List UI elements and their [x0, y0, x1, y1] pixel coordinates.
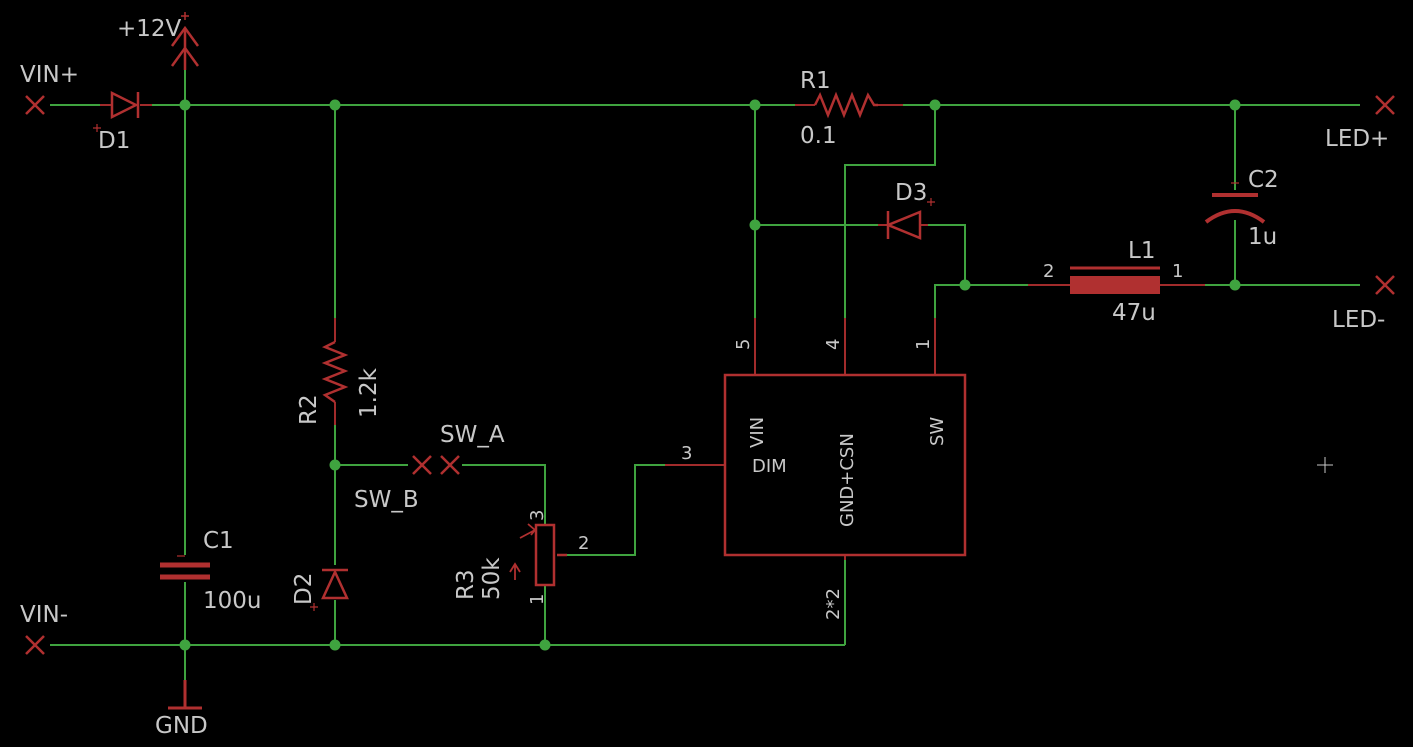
r2-label: R2 [296, 394, 322, 425]
d1-label: D1 [98, 128, 130, 154]
c2-value: 1u [1248, 224, 1277, 250]
junction [539, 639, 551, 651]
junction [179, 639, 191, 651]
gnd-label: GND [155, 713, 208, 739]
ic-pin-3: 3 [681, 443, 692, 464]
r3-pin-1: 1 [527, 594, 548, 605]
driver-ic[interactable] [665, 318, 967, 560]
ic-label-dim: DIM [752, 456, 787, 477]
ic-pin-5: 5 [733, 339, 754, 350]
ic-pin-1: 1 [913, 339, 934, 350]
r1-label: R1 [800, 68, 831, 94]
terminal-led-plus-mark[interactable] [1375, 95, 1395, 115]
diode-d3[interactable] [878, 198, 935, 240]
ic-label-sw: SW [927, 417, 948, 446]
junction-dots [179, 99, 1241, 651]
potentiometer-r3[interactable] [509, 523, 567, 587]
gnd-symbol[interactable] [168, 680, 202, 710]
inductor-l1[interactable] [1028, 266, 1205, 294]
supply-12v-symbol[interactable] [170, 12, 200, 70]
vin-minus-label: VIN- [20, 602, 68, 628]
terminal-led-minus-mark[interactable] [1375, 275, 1395, 295]
ic-label-gnd-csn: GND+CSN [837, 433, 858, 527]
diode-d2[interactable] [310, 568, 349, 611]
l1-pin-1: 1 [1172, 261, 1183, 282]
r3-pin-3: 3 [527, 510, 548, 521]
capacitor-c1[interactable] [160, 555, 210, 580]
resistor-r1[interactable] [795, 91, 903, 119]
switch-sw-b-mark[interactable] [412, 455, 432, 475]
junction [179, 99, 191, 111]
switch-sw-a-mark[interactable] [440, 455, 460, 475]
junction [329, 99, 341, 111]
r3-pin-2: 2 [578, 533, 589, 554]
diode-d1[interactable] [93, 90, 152, 132]
sw-a-label: SW_A [440, 422, 505, 448]
ic-pin-gnd: 2*2 [823, 588, 844, 620]
l1-label: L1 [1128, 238, 1155, 264]
junction [1229, 279, 1241, 291]
capacitor-c2[interactable] [1204, 182, 1266, 224]
r1-value: 0.1 [800, 123, 837, 149]
r3-value: 50k [479, 557, 505, 600]
vin-plus-label: VIN+ [20, 62, 79, 88]
terminal-vin-plus-mark[interactable] [25, 95, 45, 115]
junction [749, 219, 761, 231]
c1-label: C1 [203, 528, 234, 554]
sw-b-label: SW_B [354, 487, 419, 513]
junction [329, 459, 341, 471]
c1-value: 100u [203, 588, 261, 614]
junction [1229, 99, 1241, 111]
led-plus-label: LED+ [1325, 126, 1389, 152]
junction [959, 279, 971, 291]
l1-pin-2: 2 [1043, 261, 1054, 282]
resistor-r2[interactable] [321, 318, 349, 425]
junction [329, 639, 341, 651]
ic-pin-4: 4 [823, 339, 844, 350]
ic-label-vin: VIN [747, 417, 768, 448]
junction [749, 99, 761, 111]
d2-label: D2 [291, 573, 317, 605]
led-minus-label: LED- [1332, 307, 1385, 333]
l1-value: 47u [1112, 300, 1156, 326]
d3-label: D3 [895, 180, 927, 206]
r2-value: 1.2k [356, 367, 382, 418]
c2-label: C2 [1248, 167, 1279, 193]
terminal-vin-minus-mark[interactable] [25, 635, 45, 655]
supply-12v-label: +12V [117, 16, 182, 42]
r3-label: R3 [453, 569, 479, 600]
cursor-crosshair-icon [1317, 457, 1333, 473]
junction [929, 99, 941, 111]
